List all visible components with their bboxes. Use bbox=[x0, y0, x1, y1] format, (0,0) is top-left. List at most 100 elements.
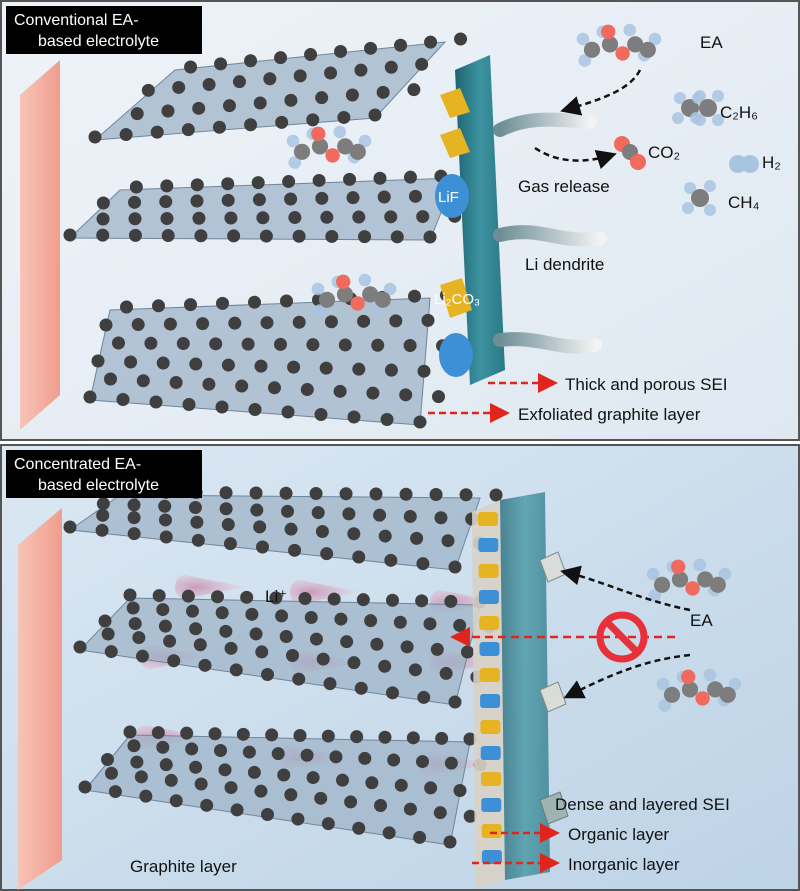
carbon-atom bbox=[315, 91, 329, 105]
carbon-atom bbox=[707, 681, 724, 698]
carbon-atom bbox=[430, 642, 444, 656]
carbon-atom bbox=[156, 740, 170, 754]
carbon-atom bbox=[329, 750, 343, 764]
oxygen-atom bbox=[350, 296, 365, 311]
carbon-atom bbox=[158, 619, 172, 633]
carbon-atom bbox=[190, 194, 204, 208]
carbon-atom bbox=[245, 607, 259, 621]
carbon-atom bbox=[358, 230, 372, 244]
hydrogen-atom bbox=[741, 155, 759, 173]
carbon-atom bbox=[259, 229, 273, 243]
carbon-atom bbox=[352, 821, 366, 835]
lif-label: LiF bbox=[438, 189, 459, 206]
carbon-atom bbox=[318, 291, 336, 308]
carbon-atom bbox=[230, 803, 244, 817]
carbon-atom bbox=[362, 286, 379, 303]
carbon-atom bbox=[144, 336, 158, 350]
ea-label-bottom: EA bbox=[690, 611, 713, 630]
carbon-atom bbox=[378, 529, 392, 543]
carbon-atom bbox=[309, 487, 323, 500]
hydrogen-atom bbox=[658, 699, 672, 712]
carbon-atom bbox=[208, 727, 222, 741]
carbon-atom bbox=[127, 527, 141, 541]
carbon-atom bbox=[671, 571, 689, 588]
carbon-atom bbox=[284, 93, 298, 107]
carbon-atom bbox=[369, 487, 383, 501]
carbon-atom bbox=[354, 681, 368, 695]
carbon-atom bbox=[441, 534, 455, 548]
carbon-atom bbox=[159, 195, 173, 209]
carbon-atom bbox=[444, 756, 458, 770]
carbon-atom bbox=[248, 295, 261, 309]
carbon-atom bbox=[315, 191, 329, 205]
carbon-atom bbox=[339, 487, 353, 501]
carbon-atom bbox=[459, 488, 473, 502]
carbon-atom bbox=[277, 768, 291, 782]
carbon-atom bbox=[216, 296, 229, 310]
carbon-atom bbox=[403, 339, 417, 353]
bottom-title-box bbox=[6, 450, 202, 498]
carbon-atom bbox=[376, 85, 390, 99]
carbon-atom bbox=[300, 383, 314, 397]
carbon-atom bbox=[349, 143, 366, 160]
ea-molecule bbox=[576, 23, 662, 67]
carbon-atom bbox=[365, 776, 379, 790]
carbon-atom bbox=[194, 229, 208, 243]
hydrogen-atom bbox=[728, 677, 742, 691]
oxygen-atom bbox=[671, 559, 686, 574]
carbon-atom bbox=[434, 511, 448, 525]
oxygen-atom bbox=[311, 126, 326, 141]
hydrogen-atom bbox=[286, 134, 300, 148]
carbon-atom bbox=[194, 777, 208, 791]
carbon-atom bbox=[248, 403, 262, 416]
carbon-atom bbox=[413, 830, 427, 844]
carbon-atom bbox=[156, 356, 170, 370]
carbon-atom bbox=[250, 503, 264, 517]
carbon-atom bbox=[247, 765, 261, 779]
carbon-atom bbox=[336, 286, 354, 303]
carbon-atom bbox=[88, 130, 102, 144]
carbon-atom bbox=[161, 229, 175, 243]
carbon-atom bbox=[96, 497, 110, 511]
lif-block bbox=[478, 538, 499, 552]
hydrogen-atom bbox=[656, 677, 670, 691]
carbon-atom bbox=[169, 376, 183, 390]
carbon-atom bbox=[129, 180, 143, 194]
carbon-atom bbox=[218, 763, 232, 777]
carbon-atom bbox=[333, 384, 347, 398]
carbon-atom bbox=[134, 770, 148, 784]
molecules-bottom bbox=[646, 558, 742, 712]
carbon-atom bbox=[390, 230, 404, 244]
carbon-atom bbox=[316, 652, 330, 666]
carbon-atom bbox=[275, 609, 289, 623]
carbon-atom bbox=[279, 630, 293, 643]
carbon-atom bbox=[132, 631, 146, 645]
carbon-atom bbox=[188, 501, 202, 514]
carbon-atom bbox=[291, 812, 305, 826]
hydrogen-atom bbox=[704, 180, 716, 192]
carbon-atom bbox=[639, 41, 656, 58]
carbon-atom bbox=[298, 592, 312, 605]
carbon-atom bbox=[352, 550, 366, 564]
carbon-atom bbox=[221, 518, 235, 532]
carbon-atom bbox=[463, 732, 477, 746]
co2-label: CO₂ bbox=[648, 143, 680, 162]
sei-nodule bbox=[539, 791, 569, 825]
lif-block bbox=[478, 590, 499, 604]
organic-sei-layer bbox=[500, 492, 550, 880]
h2-molecule bbox=[729, 155, 759, 173]
carbon-atom bbox=[256, 211, 270, 225]
carbon-atom bbox=[386, 593, 399, 607]
carbon-atom bbox=[274, 51, 288, 65]
carbon-atom bbox=[244, 54, 258, 68]
carbon-atom bbox=[429, 488, 443, 501]
carbon-atom bbox=[252, 193, 266, 207]
hydrogen-atom bbox=[672, 112, 684, 124]
carbon-atom bbox=[202, 78, 216, 92]
carbon-atom bbox=[95, 523, 109, 537]
carbon-atom bbox=[389, 314, 403, 328]
lif-block bbox=[481, 850, 502, 864]
li2co3-block bbox=[479, 616, 500, 630]
carbon-atom bbox=[284, 788, 298, 802]
